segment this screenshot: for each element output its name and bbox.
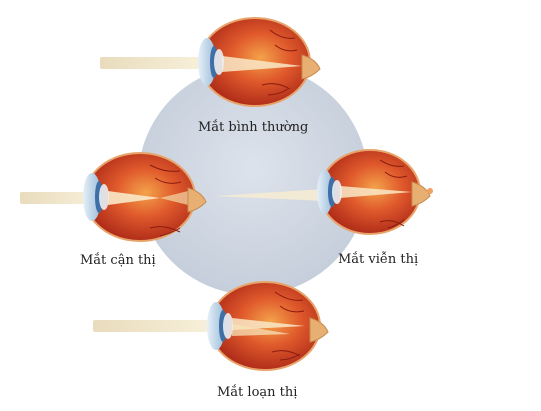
light-beam-astigmatism bbox=[93, 320, 208, 332]
label-astigmatism-eye: Mắt loạn thị bbox=[217, 385, 298, 400]
focal-point-hyperopia bbox=[427, 188, 433, 194]
cornea-hyperopia bbox=[317, 170, 333, 214]
light-beam-normal bbox=[100, 57, 200, 69]
myopia-eye bbox=[20, 152, 207, 242]
normal-eye bbox=[100, 17, 321, 107]
optic-nerve-astigmatism bbox=[309, 317, 329, 343]
vessels-normal bbox=[261, 29, 298, 96]
focus-beam-astigmatism-2 bbox=[232, 324, 290, 336]
light-beam-hyperopia bbox=[215, 189, 325, 201]
hyperopia-eye bbox=[215, 149, 433, 235]
vessels-astigmatism bbox=[271, 291, 305, 361]
lens-myopia bbox=[99, 184, 109, 210]
diverge-beam-myopia bbox=[160, 190, 192, 206]
optic-nerve-normal bbox=[301, 54, 321, 80]
vessels-hyperopia bbox=[379, 159, 408, 229]
optic-nerve-myopia bbox=[187, 187, 207, 213]
vessels-myopia bbox=[149, 164, 182, 237]
label-hyperopia-eye: Mắt viễn thị bbox=[338, 252, 419, 267]
lens-astigmatism bbox=[223, 313, 233, 339]
focus-beam-normal bbox=[222, 56, 302, 72]
background-circle bbox=[138, 65, 368, 295]
lens-hyperopia bbox=[332, 180, 342, 204]
astigmatism-eye bbox=[93, 281, 329, 371]
focus-beam-astigmatism-1 bbox=[232, 318, 305, 330]
optic-nerve-hyperopia bbox=[411, 181, 431, 207]
label-myopia-eye: Mắt cận thị bbox=[80, 253, 156, 268]
label-normal-eye: Mắt bình thường bbox=[198, 120, 309, 135]
lens-normal bbox=[214, 49, 224, 75]
focus-beam-hyperopia bbox=[340, 186, 412, 198]
light-beam-myopia bbox=[20, 192, 95, 204]
focus-beam-myopia bbox=[108, 191, 160, 205]
